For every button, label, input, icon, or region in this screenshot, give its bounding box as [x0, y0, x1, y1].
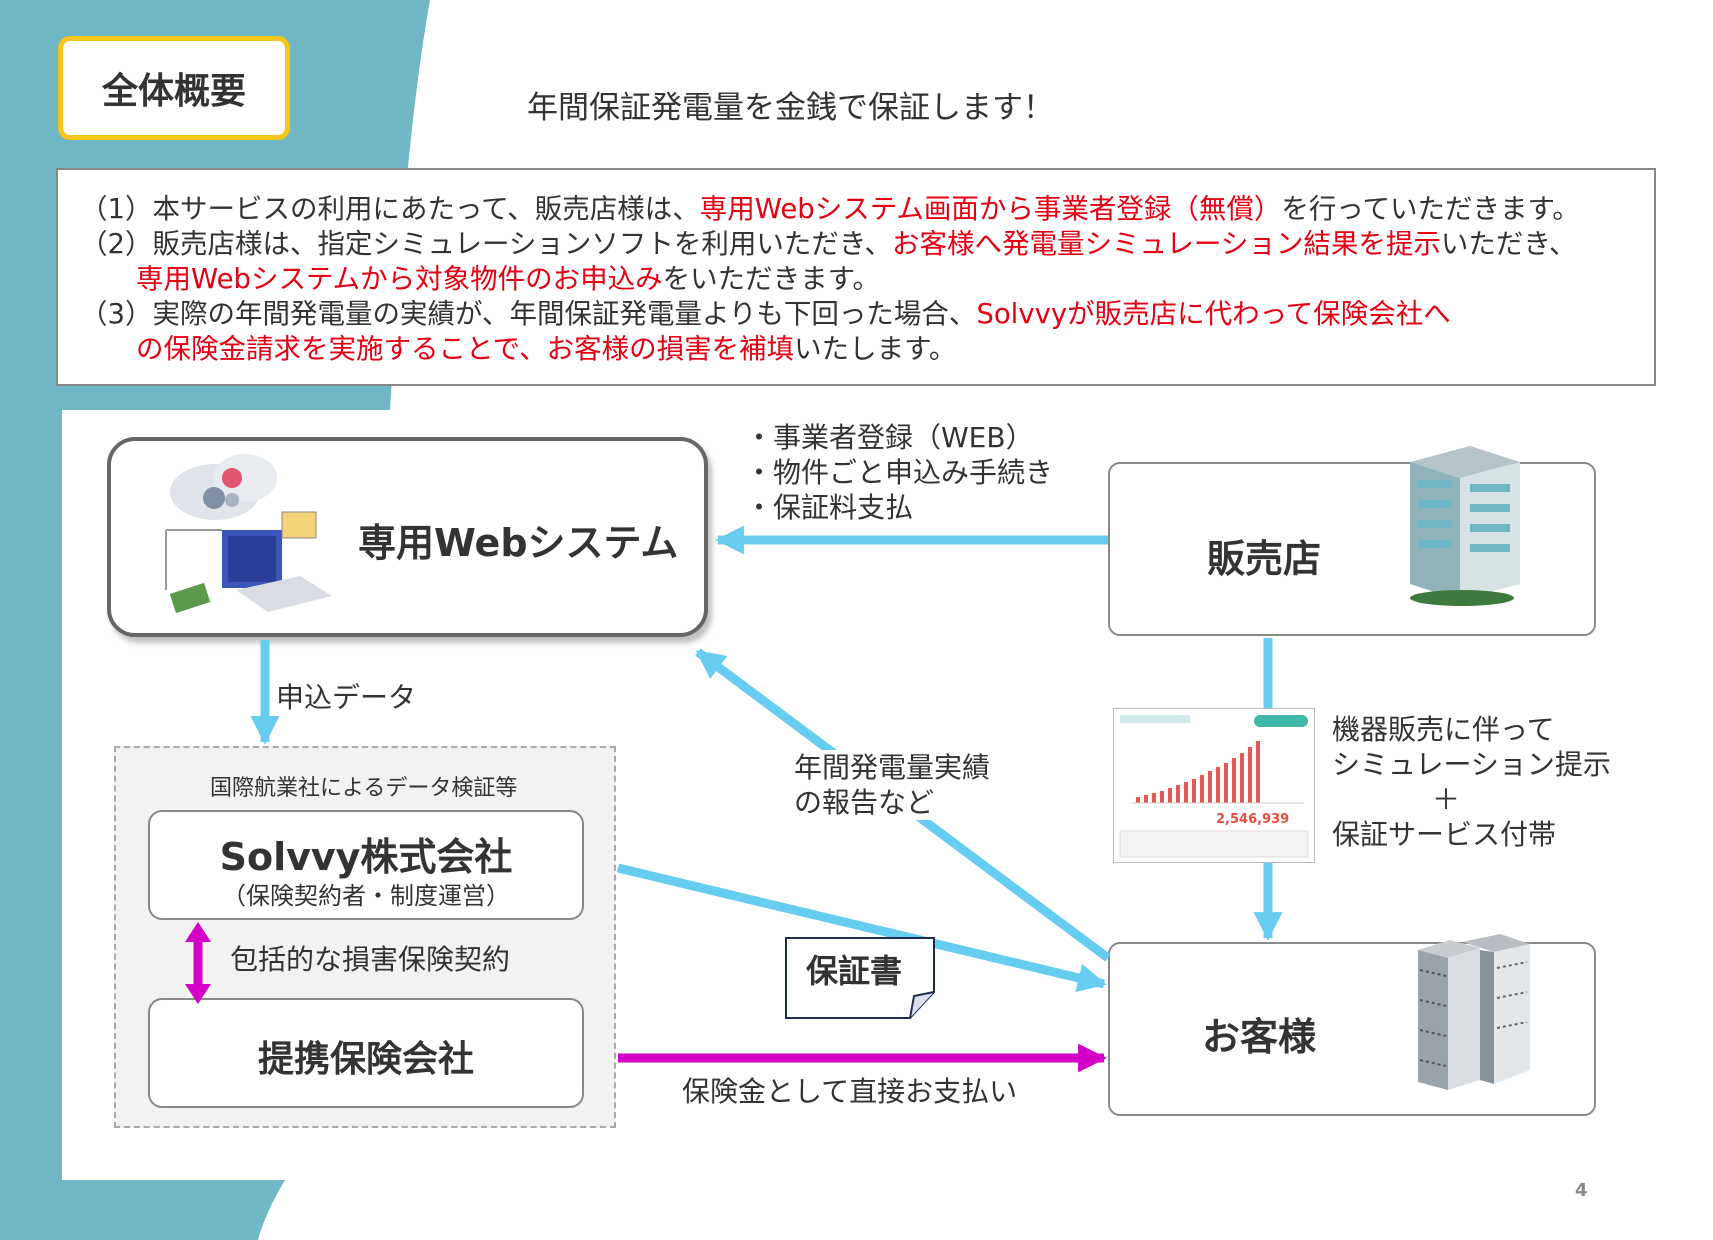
simulation-report-thumbnail [1113, 708, 1315, 863]
payout-label: 保険金として直接お支払い [682, 1074, 1017, 1109]
report-label-1: 年間発電量実績 [790, 750, 994, 785]
sales-note-2: シミュレーション提示 [1332, 747, 1611, 782]
page-number: 4 [1575, 1180, 1588, 1201]
sales-note-4: 保証サービス付帯 [1332, 817, 1556, 852]
report-chart-icon [1114, 709, 1314, 862]
report-label-2: の報告など [790, 785, 938, 820]
sales-note-1: 機器販売に伴って [1332, 712, 1555, 747]
arrow-contract-up [185, 922, 211, 942]
report-total-value: 2,546,939 [1216, 812, 1289, 827]
apply-data-label: 申込データ [276, 680, 416, 715]
customer-building-icon [1418, 934, 1530, 1090]
arrow-contract-down [185, 984, 211, 1004]
shop-building-icon [1410, 446, 1520, 606]
shop-to-web-item-2: ・物件ごと申込み手続き [745, 455, 1053, 490]
shop-to-web-item-1: ・事業者登録（WEB） [745, 420, 1034, 455]
cloud-system-icon [166, 454, 332, 613]
certificate-label: 保証書 [806, 946, 902, 992]
shop-to-web-item-3: ・保証料支払 [745, 490, 913, 525]
sales-note-3: ＋ [1432, 782, 1460, 817]
